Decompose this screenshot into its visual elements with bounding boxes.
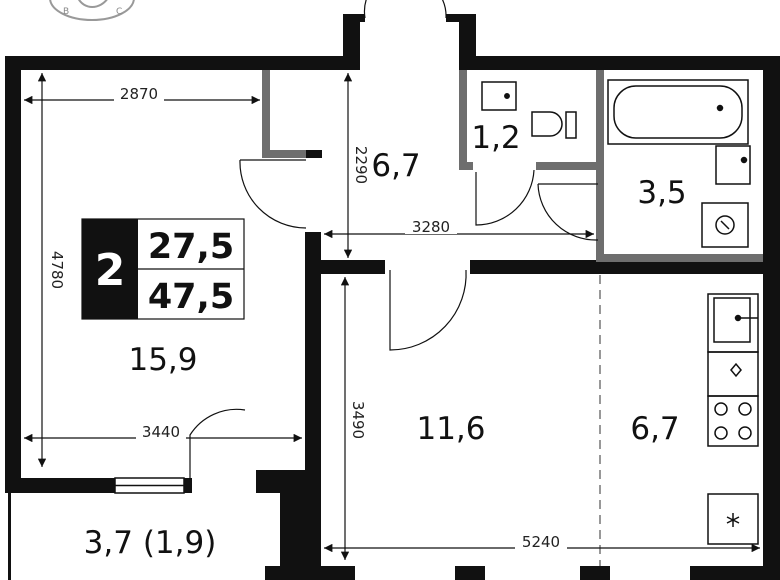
washing-machine xyxy=(701,202,749,248)
logo-letter-right: С xyxy=(116,7,122,17)
kitchen-counter xyxy=(707,351,759,397)
dimension-room-width: 2870 xyxy=(120,85,158,103)
kitchen-counter-mark xyxy=(730,362,742,378)
dimension-hall-width: 3280 xyxy=(412,218,450,236)
developer-logo: В С xyxy=(49,0,135,21)
outer-walls xyxy=(5,14,780,580)
bathtub xyxy=(607,79,749,145)
dimension-living-width: 5240 xyxy=(522,533,560,551)
interior-gray-walls xyxy=(262,70,763,262)
dimension-labels: 2870 4780 3440 2290 3280 3490 5240 xyxy=(48,85,567,551)
room-area-wc: 1,2 xyxy=(471,120,520,156)
room-area-bedroom: 15,9 xyxy=(128,342,197,378)
area-badge: 2 27,5 47,5 xyxy=(81,218,245,320)
badge-living-area: 27,5 xyxy=(148,227,234,267)
stove xyxy=(707,395,759,447)
dimension-room-bottom: 3440 xyxy=(142,423,180,441)
fridge-snowflake-icon xyxy=(726,513,740,527)
room-area-hall: 6,7 xyxy=(371,148,420,184)
wc-sink xyxy=(481,81,517,111)
room-area-bathroom: 3,5 xyxy=(637,175,686,211)
window xyxy=(114,477,185,494)
badge-total-area: 47,5 xyxy=(148,277,234,317)
bathroom-fixtures xyxy=(607,79,751,248)
dimension-room-length: 4780 xyxy=(48,251,66,289)
dimension-living-height: 3490 xyxy=(349,401,367,439)
bath-sink-drain xyxy=(740,156,748,164)
room-area-balcony: 3,7 (1,9) xyxy=(84,525,217,561)
interior-walls xyxy=(304,150,763,274)
logo-letter-left: В xyxy=(63,7,69,17)
kitchen-fixtures xyxy=(707,293,759,545)
toilet xyxy=(531,111,563,137)
washing-machine-drum xyxy=(715,215,735,235)
bath-sink xyxy=(715,145,751,185)
room-area-kitchen: 6,7 xyxy=(630,411,679,447)
badge-room-count: 2 xyxy=(95,245,126,296)
bathtub-drain xyxy=(716,104,724,112)
room-area-living: 11,6 xyxy=(416,411,485,447)
toilet-tank xyxy=(565,111,577,139)
doors xyxy=(189,0,599,480)
room-area-labels: 15,9 6,7 1,2 3,5 11,6 6,7 3,7 (1,9) xyxy=(84,120,687,561)
dimension-hall-height: 2290 xyxy=(352,146,370,184)
bathtub-inner xyxy=(613,85,743,139)
wc-fixtures xyxy=(481,81,577,139)
wc-sink-drain xyxy=(504,93,510,99)
